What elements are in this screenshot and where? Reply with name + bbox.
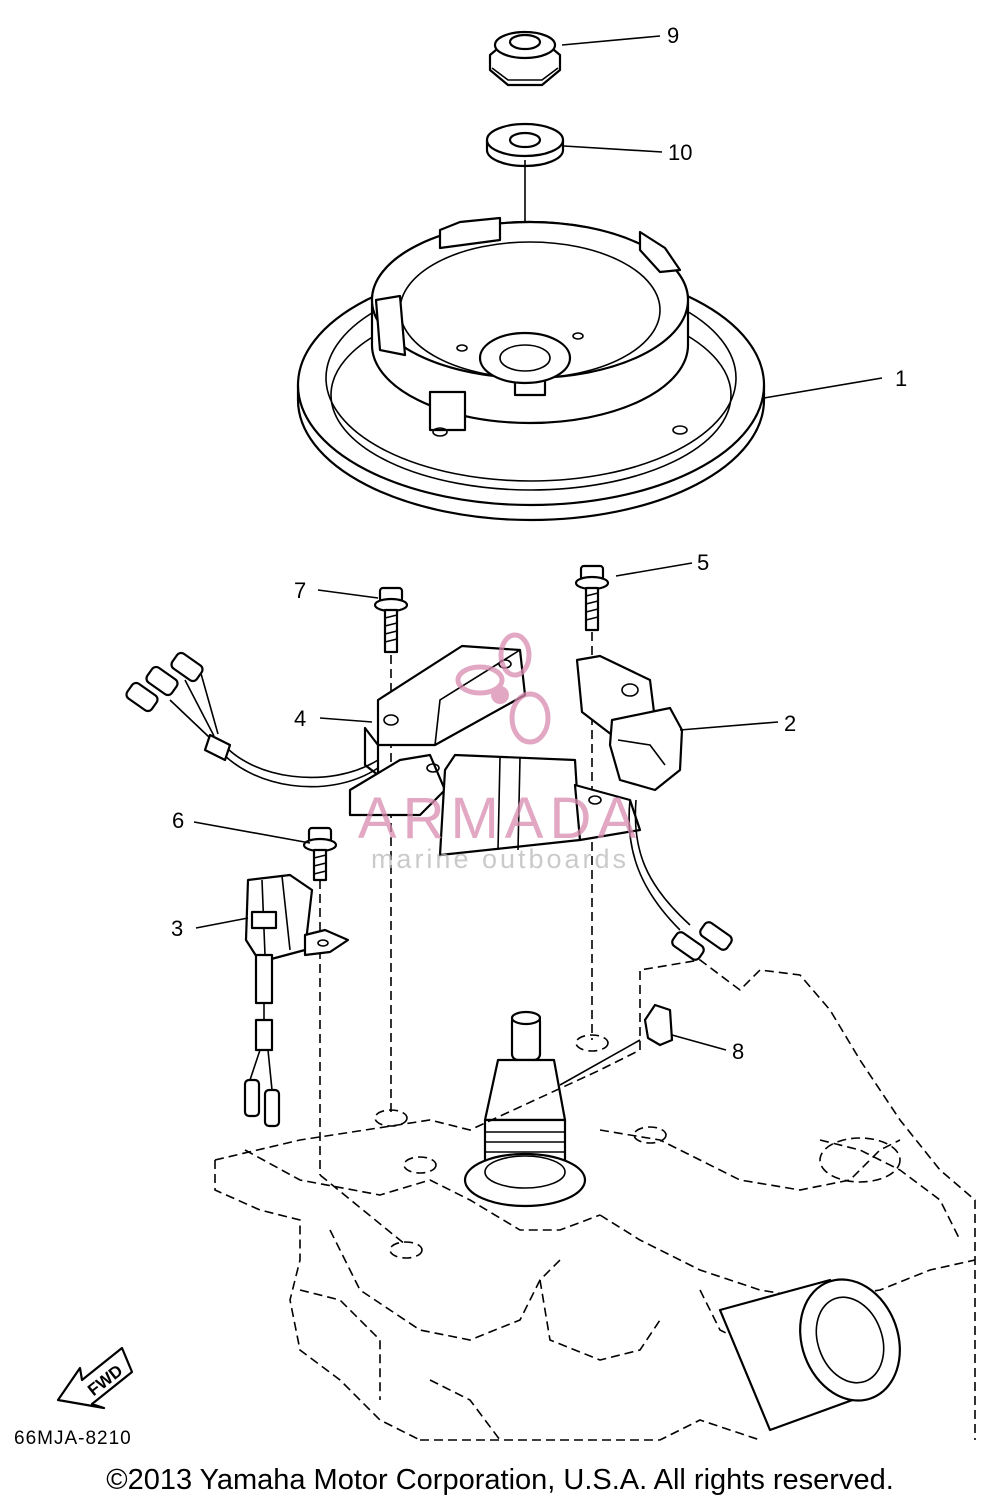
callout-8: 8 <box>732 1039 744 1064</box>
callout-9: 9 <box>667 23 679 48</box>
part-5-bolt <box>574 564 610 632</box>
part-8-key <box>643 1003 674 1047</box>
callout-4: 4 <box>294 706 306 731</box>
callout-10: 10 <box>668 140 692 165</box>
callout-7: 7 <box>294 578 306 603</box>
callout-5: 5 <box>697 550 709 575</box>
assembly-line-6b <box>319 1174 407 1246</box>
copyright-notice: ©2013 Yamaha Motor Corporation, U.S.A. A… <box>106 1464 894 1496</box>
leader-lines <box>193 35 883 1051</box>
engine-block <box>214 959 976 1441</box>
callout-1: 1 <box>895 366 907 391</box>
cdi-unit <box>348 753 642 857</box>
part-10-washer <box>485 122 565 168</box>
diagram-code: 66MJA-8210 <box>14 1428 132 1449</box>
callout-numbers: 9 10 1 2 3 4 5 6 7 8 <box>171 23 907 1064</box>
part-1-flywheel-rotor <box>296 216 766 522</box>
fwd-arrow-icon: FWD <box>56 1346 134 1410</box>
part-7-bolt <box>373 586 409 654</box>
callout-6: 6 <box>172 808 184 833</box>
armada-watermark: ARMADA marine outboards <box>358 632 642 874</box>
callout-3: 3 <box>171 916 183 941</box>
propeller-logo <box>455 632 551 745</box>
part-6-bolt <box>302 826 338 882</box>
part-3-coil <box>243 873 350 1128</box>
watermark-title: ARMADA <box>358 786 642 851</box>
watermark-subtitle: marine outboards <box>371 844 629 874</box>
part-2-pulser-coil <box>575 654 733 961</box>
part-4-charge-coil <box>125 644 527 788</box>
part-9-nut <box>488 30 562 87</box>
callout-2: 2 <box>784 711 796 736</box>
